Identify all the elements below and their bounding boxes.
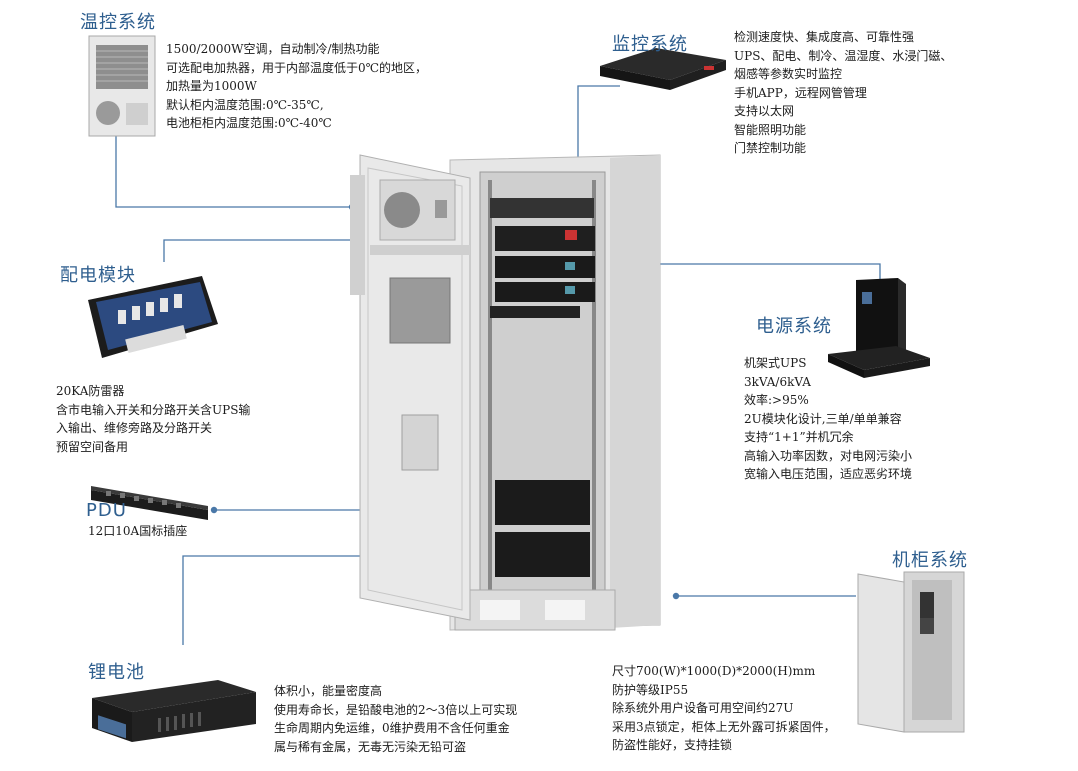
title-monitoring: 监控系统: [612, 34, 688, 55]
distribution-module-image: [88, 276, 218, 358]
desc-line: 20KA防雷器: [56, 384, 125, 398]
desc-line: 生命周期内免运维，0维护费用不含任何重金: [274, 721, 510, 735]
desc-line: UPS、配电、制冷、温湿度、水浸门磁、: [734, 48, 953, 63]
title-power: 电源系统: [756, 316, 832, 337]
desc-line: 可选配电加热器，用于内部温度低于0℃的地区，: [166, 60, 428, 75]
desc-line: 属与稀有金属，无毒无污染无铅可盗: [274, 739, 467, 754]
battery-image: [92, 680, 256, 742]
desc-line: 防盗性能好，支持挂锁: [612, 738, 733, 752]
pdu-image: [91, 486, 208, 520]
desc-distribution: 20KA防雷器 含市电输入开关和分路开关含UPS输 入输出、维修旁路及分路开关 …: [56, 382, 250, 456]
desc-battery: 体积小，能量密度高 使用寿命长，是铅酸电池的2～3倍以上可实现 生命周期内免运维…: [274, 682, 517, 756]
desc-line: 门禁控制功能: [734, 141, 807, 155]
connector-temperature: [115, 136, 352, 208]
title-cabinet: 机柜系统: [892, 550, 968, 571]
desc-line: 高输入功率因数，对电网污染小: [744, 448, 913, 463]
desc-line: 2U模块化设计,三单/单单兼容: [744, 411, 902, 426]
desc-line: 尺寸700(W)*1000(D)*2000(H)mm: [612, 664, 816, 678]
desc-line: 电池柜柜内温度范围:0℃-40℃: [166, 116, 332, 130]
desc-line: 3kVA/6kVA: [744, 374, 811, 389]
cabinet-image: [857, 571, 965, 733]
desc-line: 机架式UPS: [744, 356, 807, 370]
desc-monitoring: 检测速度快、集成度高、可靠性强 UPS、配电、制冷、温湿度、水浸门磁、 烟感等参…: [734, 28, 952, 158]
ac-unit-image: [88, 35, 156, 137]
title-temperature: 温控系统: [80, 12, 156, 33]
desc-line: 智能照明功能: [734, 122, 807, 137]
desc-line: 宽输入电压范围，适应恶劣环境: [744, 467, 913, 481]
desc-line: 体积小，能量密度高: [274, 684, 383, 698]
ups-image: [828, 278, 930, 378]
desc-power: 机架式UPS 3kVA/6kVA 效率:>95% 2U模块化设计,三单/单单兼容…: [744, 354, 912, 484]
desc-line: 支持以太网: [734, 104, 795, 118]
desc-line: 加热量为1000W: [166, 79, 257, 93]
monitor-unit-image: [600, 48, 726, 90]
connector-power: [586, 263, 881, 280]
desc-pdu: 12口10A国标插座: [88, 522, 187, 541]
desc-line: 支持“1+1”并机冗余: [744, 430, 854, 444]
desc-line: 检测速度快、集成度高、可靠性强: [734, 30, 915, 44]
desc-line: 效率:>95%: [744, 393, 809, 407]
title-pdu: PDU: [86, 500, 127, 521]
desc-line: 烟感等参数实时监控: [734, 67, 843, 81]
desc-line: 预留空间备用: [56, 439, 129, 454]
desc-line: 含市电输入开关和分路开关含UPS输: [56, 402, 251, 417]
title-distribution: 配电模块: [60, 265, 136, 286]
desc-temperature: 1500/2000W空调，自动制冷/制热功能 可选配电加热器，用于内部温度低于0…: [166, 40, 427, 133]
main-cabinet-image: [350, 154, 661, 631]
desc-line: 12口10A国标插座: [88, 524, 188, 538]
title-battery: 锂电池: [88, 662, 145, 683]
desc-line: 除系统外用户设备可用空间约27U: [612, 701, 794, 715]
desc-line: 1500/2000W空调，自动制冷/制热功能: [166, 42, 380, 56]
desc-line: 防护等级IP55: [612, 682, 689, 697]
desc-line: 入输出、维修旁路及分路开关: [56, 421, 213, 435]
desc-line: 手机APP，远程网管管理: [734, 85, 867, 100]
desc-line: 采用3点锁定，柜体上无外露可拆紧固件，: [612, 719, 836, 734]
desc-line: 默认柜内温度范围:0℃-35℃,: [166, 97, 324, 112]
desc-cabinet: 尺寸700(W)*1000(D)*2000(H)mm 防护等级IP55 除系统外…: [612, 662, 836, 755]
desc-line: 使用寿命长，是铅酸电池的2～3倍以上可实现: [274, 702, 518, 717]
